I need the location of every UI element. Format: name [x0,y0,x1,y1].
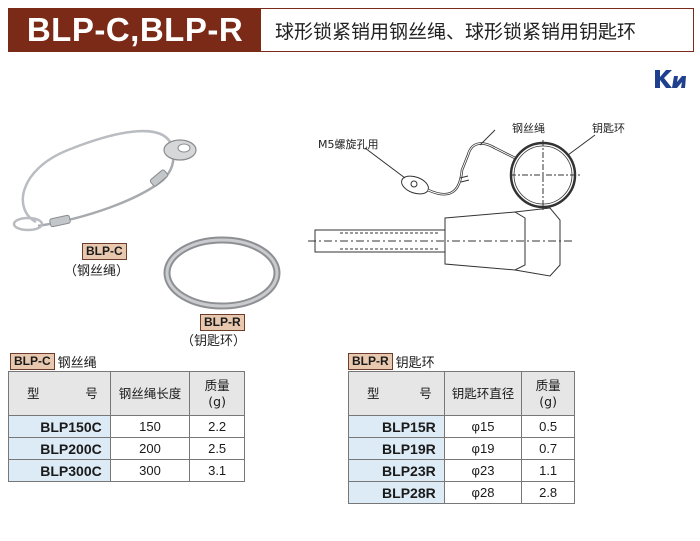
section-tag-ring: BLP-R [348,353,393,370]
mass-cell: 0.5 [521,415,575,438]
length-cell: 200 [109,437,191,460]
brand-logo [652,64,688,94]
mass-cell: 2.8 [521,481,575,504]
mass-cell: 1.1 [521,459,575,482]
header-mass: 质量 (g) [521,371,575,416]
table-row: BLP28R φ28 2.8 [348,481,575,504]
table-row: BLP150C 150 2.2 [8,415,245,438]
model-cell: BLP15R [348,415,445,438]
section-label-wire: BLP-C 钢丝绳 [10,352,97,371]
section-text-wire: 钢丝绳 [57,356,97,371]
length-cell: 300 [109,459,191,482]
header-model: 型号 [8,371,111,416]
ring-spec-table: 型号 钥匙环直径 质量 (g) BLP15R φ15 0.5 BLP19R φ1… [348,371,575,504]
key-ring-photo [163,236,281,310]
header-mass: 质量 (g) [189,371,245,416]
wire-rope-photo [12,129,197,232]
product-title: 球形锁紧销用钢丝绳、球形锁紧销用钥匙环 [261,9,693,51]
model-cell: BLP200C [8,437,111,460]
diameter-cell: φ19 [443,437,523,460]
model-cell: BLP19R [348,437,445,460]
section-tag-wire: BLP-C [10,353,55,370]
wire-caption: （钢丝绳） [64,264,130,279]
length-cell: 150 [109,415,191,438]
ring-tag: BLP-R [200,314,245,331]
model-cell: BLP150C [8,415,111,438]
header-diameter: 钥匙环直径 [443,371,523,416]
table-row: BLP15R φ15 0.5 [348,415,575,438]
mass-cell: 2.5 [189,437,245,460]
section-label-ring: BLP-R 钥匙环 [348,352,435,371]
mass-cell: 3.1 [189,459,245,482]
diameter-cell: φ28 [443,481,523,504]
page-header: BLP-C,BLP-R 球形锁紧销用钢丝绳、球形锁紧销用钥匙环 [8,8,694,52]
label-ring: 钥匙环 [592,122,625,135]
ring-caption: （钥匙环） [181,334,247,349]
label-wire: 钢丝绳 [512,122,545,135]
mass-cell: 0.7 [521,437,575,460]
model-cell: BLP28R [348,481,445,504]
table-row: BLP200C 200 2.5 [8,437,245,460]
section-text-ring: 钥匙环 [395,356,435,371]
mass-cell: 2.2 [189,415,245,438]
wire-spec-table: 型号 钢丝绳长度 质量 (g) BLP150C 150 2.2 BLP200C … [8,371,245,482]
table-row: BLP300C 300 3.1 [8,459,245,482]
model-cell: BLP300C [8,459,111,482]
header-length: 钢丝绳长度 [109,371,191,416]
diameter-cell: φ23 [443,459,523,482]
table-row: BLP19R φ19 0.7 [348,437,575,460]
diameter-cell: φ15 [443,415,523,438]
product-code: BLP-C,BLP-R [9,9,261,51]
table-row: BLP23R φ23 1.1 [348,459,575,482]
wire-tag: BLP-C [82,243,127,260]
assembly-drawing [308,129,596,277]
header-model: 型号 [348,371,445,416]
model-cell: BLP23R [348,459,445,482]
label-m5-hole: M5螺旋孔用 [318,138,379,151]
